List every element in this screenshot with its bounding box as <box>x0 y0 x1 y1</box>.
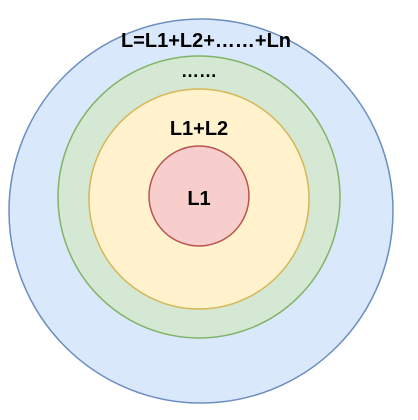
inner-circle <box>149 146 249 246</box>
second-circle-border <box>57 55 341 339</box>
second-label: …… <box>181 61 217 81</box>
inner-circle-border <box>148 145 250 247</box>
third-label: L1+L2 <box>170 118 228 140</box>
outer-circle-border <box>8 18 394 404</box>
inner-label: L1 <box>187 188 210 210</box>
third-circle-border <box>88 88 310 310</box>
outer-label: L=L1+L2+……+Ln <box>121 30 291 52</box>
